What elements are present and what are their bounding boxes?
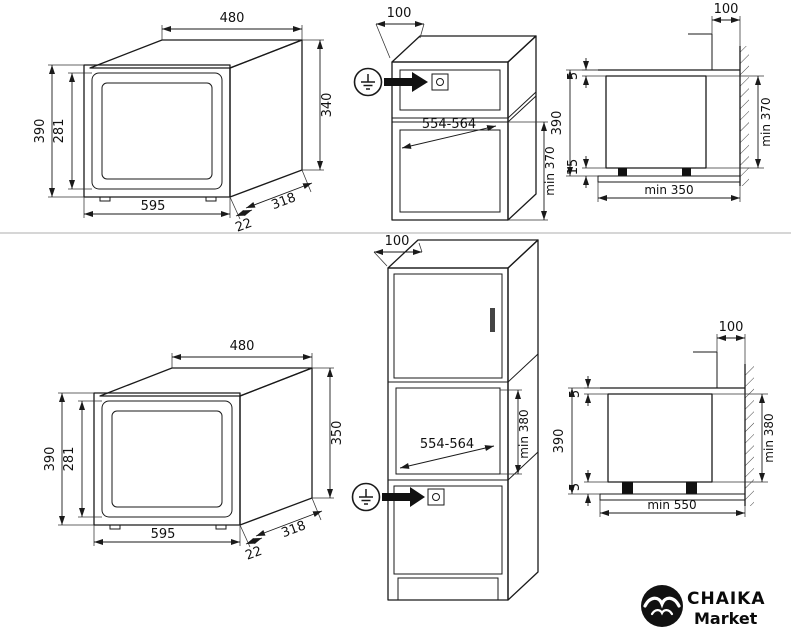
cabinet-niche-opening <box>395 387 501 475</box>
seagull-icon <box>643 596 681 609</box>
appliance-foot <box>682 168 691 176</box>
cabinet-isometric-bottom: 100 554-564 min 380 <box>351 234 539 601</box>
dim-section-niche-height: min 370 <box>759 97 773 146</box>
dim-section-bottom-gap: 15 <box>566 159 581 176</box>
dim-oven-body-depth: 318 <box>270 190 299 213</box>
cabinet-top-face <box>387 239 539 269</box>
logo-subname: Market <box>694 609 758 628</box>
dim-section-front-height: 390 <box>552 429 567 454</box>
brand-logo: CHAIKA Market <box>641 585 766 628</box>
dim-oven-top-width: 480 <box>220 11 245 26</box>
oven-foot <box>215 524 227 530</box>
power-socket-pin <box>432 493 440 501</box>
dim-oven-body-depth: 318 <box>280 518 309 541</box>
earth-ground-icon <box>353 67 383 97</box>
dim-section-top-gap: 5 <box>566 72 581 80</box>
oven-right-face <box>239 367 313 526</box>
cabinet-plinth <box>397 577 499 601</box>
cabinet-right-face <box>507 35 537 221</box>
oven-door-panel <box>101 400 233 518</box>
oven-door-frame <box>83 64 231 198</box>
cabinet-isometric-top: 100 554-564 min 370 <box>353 6 557 221</box>
dim-section-wall-gap: 100 <box>719 320 744 335</box>
dim-oven-door-height: 390 <box>43 447 58 472</box>
socket-pointer-arrow <box>382 487 425 507</box>
dim-section-wall-gap: 100 <box>714 2 739 17</box>
dim-section-top-gap: 5 <box>568 390 583 398</box>
cabinet-upper-opening <box>399 69 501 111</box>
appliance-foot <box>618 168 627 176</box>
wall-hatching <box>740 46 749 186</box>
appliance-section <box>607 393 713 483</box>
dim-section-niche-height: min 380 <box>762 413 776 462</box>
logo-name: CHAIKA <box>687 589 766 609</box>
dim-section-base-width: min 550 <box>647 498 696 512</box>
dim-cabinet-niche-width: 554-564 <box>420 437 474 452</box>
dim-oven-door-width: 595 <box>141 199 166 214</box>
power-socket <box>427 488 445 506</box>
oven-door-panel <box>91 72 223 190</box>
oven-foot <box>99 196 111 202</box>
dim-cabinet-top-depth: 100 <box>387 6 412 21</box>
dim-cabinet-top-depth: 100 <box>385 234 410 249</box>
section-view-top: 100 5 390 15 min 370 min 350 <box>550 2 773 202</box>
dim-oven-door-width: 595 <box>151 527 176 542</box>
dim-section-front-height: 390 <box>550 111 565 136</box>
shelf-section <box>599 493 746 501</box>
dim-oven-window-height: 281 <box>52 119 67 144</box>
section-view-bottom: 100 5 390 5 min 380 min 550 <box>552 320 776 517</box>
dim-cabinet-niche-width: 554-564 <box>422 117 476 132</box>
oven-right-face <box>229 39 303 198</box>
oven-foot <box>109 524 121 530</box>
dim-section-bottom-gap: 5 <box>568 483 583 491</box>
power-socket <box>431 73 449 91</box>
oven-door-window <box>101 82 213 180</box>
socket-pointer-arrow <box>384 72 428 92</box>
cabinet-top-face <box>391 35 537 63</box>
dim-oven-frame-depth: 22 <box>233 216 254 236</box>
dim-oven-top-width: 480 <box>230 339 255 354</box>
appliance-foot <box>686 482 697 494</box>
cabinet-upper-door <box>393 273 503 379</box>
oven-foot <box>205 196 217 202</box>
oven-door-frame <box>93 392 241 526</box>
dim-section-base-width: min 350 <box>644 183 693 197</box>
power-socket-pin <box>436 78 444 86</box>
dim-oven-window-height: 281 <box>62 447 77 472</box>
dim-oven-body-height: 350 <box>330 421 345 446</box>
oven-top-face <box>89 39 303 69</box>
appliance-section <box>605 75 707 169</box>
oven-top-face <box>99 367 313 397</box>
shelf-section <box>597 175 741 183</box>
cabinet-front-face <box>391 61 509 221</box>
wall-hatching <box>745 364 754 506</box>
dim-cabinet-niche-height: min 380 <box>517 409 531 458</box>
dim-cabinet-niche-height: min 370 <box>543 146 557 195</box>
dim-oven-door-height: 390 <box>33 119 48 144</box>
oven-door-window <box>111 410 223 508</box>
cabinet-lower-door <box>393 485 503 575</box>
seagull-wave-icon <box>650 609 674 616</box>
appliance-foot <box>622 482 633 494</box>
dim-oven-body-height: 340 <box>320 93 335 118</box>
cabinet-niche-opening <box>399 129 501 213</box>
oven-isometric-bottom: 480 390 281 595 22 318 350 <box>43 339 345 564</box>
oven-isometric-top: 480 390 281 595 22 318 340 <box>33 11 335 236</box>
door-handle <box>490 308 495 332</box>
dim-oven-frame-depth: 22 <box>243 544 264 564</box>
earth-ground-icon <box>351 482 381 512</box>
